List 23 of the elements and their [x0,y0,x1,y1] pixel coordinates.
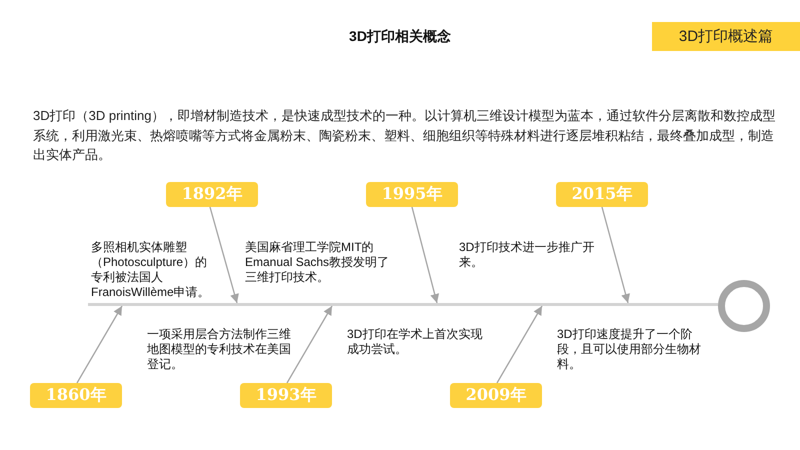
year-tag: 1860年 [30,383,122,408]
arrow [209,206,239,304]
arrow [601,206,630,304]
event-description: 美国麻省理工学院MIT的Emanual Sachs教授发明了三维打印技术。 [245,240,390,285]
year-tag: 2009年 [450,383,542,408]
event-description: 多照相机实体雕塑（Photosculpture）的专利被法国人FranoisWillème申请。 [91,240,211,300]
section-tab: 3D打印概述篇 [652,22,800,51]
year-tag: 1892年 [166,182,258,207]
event-description: 3D打印在学术上首次实现成功尝试。 [347,327,484,357]
year-tag: 1993年 [240,383,332,408]
ring-icon [718,280,770,332]
arrow [286,306,333,384]
arrow [411,206,440,304]
event-description: 3D打印技术进一步推广开来。 [459,240,596,270]
arrow [496,306,543,384]
timeline-axis [88,303,718,306]
page-title: 3D打印相关概念 [349,28,451,46]
intro-paragraph: 3D打印（3D printing），即增材制造技术，是快速成型技术的一种。以计算机三维设计模型为蓝本，通过软件分层离散和数控成型系统，利用激光束、热熔喷嘴等方式将金属粉末、陶瓷粉末、塑料、细胞组织等特殊材料进行逐层堆积粘结，最终叠加成型，制造出实体产品。 [33,107,776,164]
year-tag: 1995年 [366,182,458,207]
event-description: 3D打印速度提升了一个阶段，且可以使用部分生物材料。 [557,327,702,372]
event-description: 一项采用层合方法制作三维地图模型的专利技术在美国登记。 [147,327,292,372]
arrow [76,306,123,384]
year-tag: 2015年 [556,182,648,207]
